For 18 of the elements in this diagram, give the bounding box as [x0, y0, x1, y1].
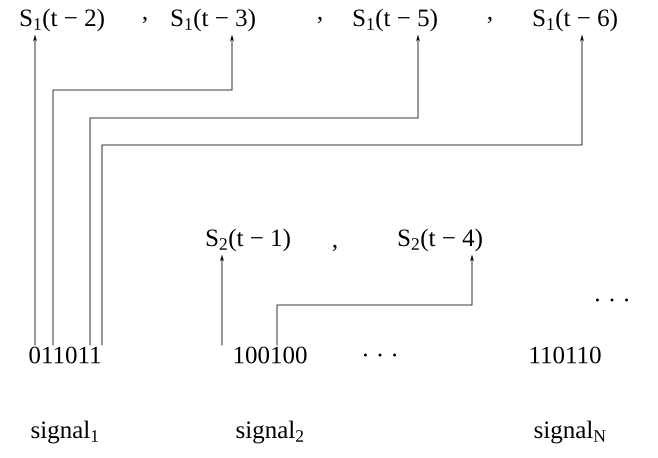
- term-label: S$_{1}$(t − 5): [354, 8, 437, 32]
- term-label: S$_{2}$(t − 4): [398, 228, 482, 252]
- term-label: S$_{1}$(t − 3): [172, 8, 255, 32]
- term-label: S$_{1}$(t − 2): [20, 8, 104, 32]
- term-label: 011011: [29, 346, 100, 364]
- term-label: S$_{1}$(t − 6): [534, 8, 617, 32]
- term-label: S$_{2}$(t − 1): [206, 228, 290, 252]
- comma-separator: ,: [142, 16, 147, 24]
- comma-separator: ,: [488, 16, 492, 24]
- comma-separator: ,: [332, 244, 337, 252]
- term-label: 110110: [530, 346, 601, 364]
- term-label: 100100: [234, 346, 307, 364]
- signal-label: signal$_{N}$: [534, 420, 606, 444]
- signal-label: signal$_{1}$: [32, 420, 98, 444]
- ellipsis: . . .: [596, 298, 628, 302]
- ellipsis: . . .: [364, 354, 396, 356]
- comma-separator: ,: [318, 16, 322, 24]
- signal-label: signal$_{2}$: [236, 420, 304, 444]
